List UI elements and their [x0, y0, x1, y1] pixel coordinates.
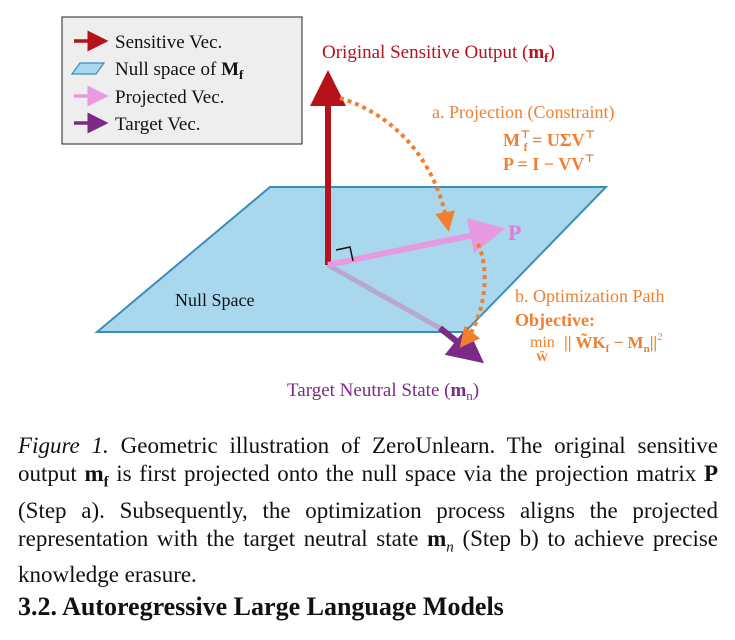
projection-eq1: M⊤f = UΣV⊤ — [503, 129, 595, 154]
figure-label: Figure 1. — [18, 433, 109, 458]
legend-projected-label: Projected Vec. — [115, 87, 224, 108]
target-vector — [438, 325, 485, 364]
caption-m-f-sub: f — [103, 474, 109, 491]
projection-arc — [339, 96, 455, 232]
caption-text-3: (Step a). Subsequently, the optimization… — [18, 497, 718, 551]
legend-null-space-label: Null space of Mf — [115, 59, 244, 82]
zerounlearn-figure: Null Space P Original Sensitive Output (… — [61, 16, 664, 403]
original-output-label: Original Sensitive Output (mf) — [322, 42, 555, 65]
caption-m-n: m — [427, 525, 447, 551]
p-label: P — [508, 220, 521, 245]
legend-target-label: Target Vec. — [115, 114, 201, 135]
optimization-arc — [459, 243, 487, 348]
right-angle-mark — [335, 246, 354, 262]
projected-vector — [327, 218, 506, 268]
caption-p: P — [703, 461, 718, 486]
legend-sensitive-label: Sensitive Vec. — [115, 32, 222, 53]
figure-caption: Figure 1. Geometric illustration of Zero… — [18, 432, 718, 589]
caption-m-f: m — [84, 461, 104, 486]
caption-m-n-sub: n — [446, 539, 454, 556]
caption-text-2: is first projected onto the null space v… — [108, 461, 704, 486]
null-space-label: Null Space — [175, 290, 254, 310]
objective-min: min — [530, 334, 555, 351]
objective-min-var: W̃ — [536, 350, 548, 364]
caption-text-4: (Step b) to achieve precise knowledge er… — [18, 525, 718, 588]
objective-label: Objective: — [515, 310, 595, 330]
section-heading: 3.2. Autoregressive Large Language Model… — [18, 592, 504, 621]
caption-text-1: Geometric illustration of ZeroUnlearn. T… — [18, 433, 718, 486]
legend: Sensitive Vec. Null space of Mf Projecte… — [61, 16, 303, 145]
legend-null-space-swatch — [70, 62, 106, 75]
projection-title: a. Projection (Constraint) — [432, 102, 614, 123]
target-vector-faded — [326, 262, 447, 334]
target-state-label: Target Neutral State (mn) — [287, 380, 479, 403]
objective-expression: || W̃Kf − Mn||2 — [564, 331, 663, 355]
projection-eq2: P = I − VV⊤ — [503, 153, 595, 174]
optimization-title: b. Optimization Path — [515, 286, 664, 306]
